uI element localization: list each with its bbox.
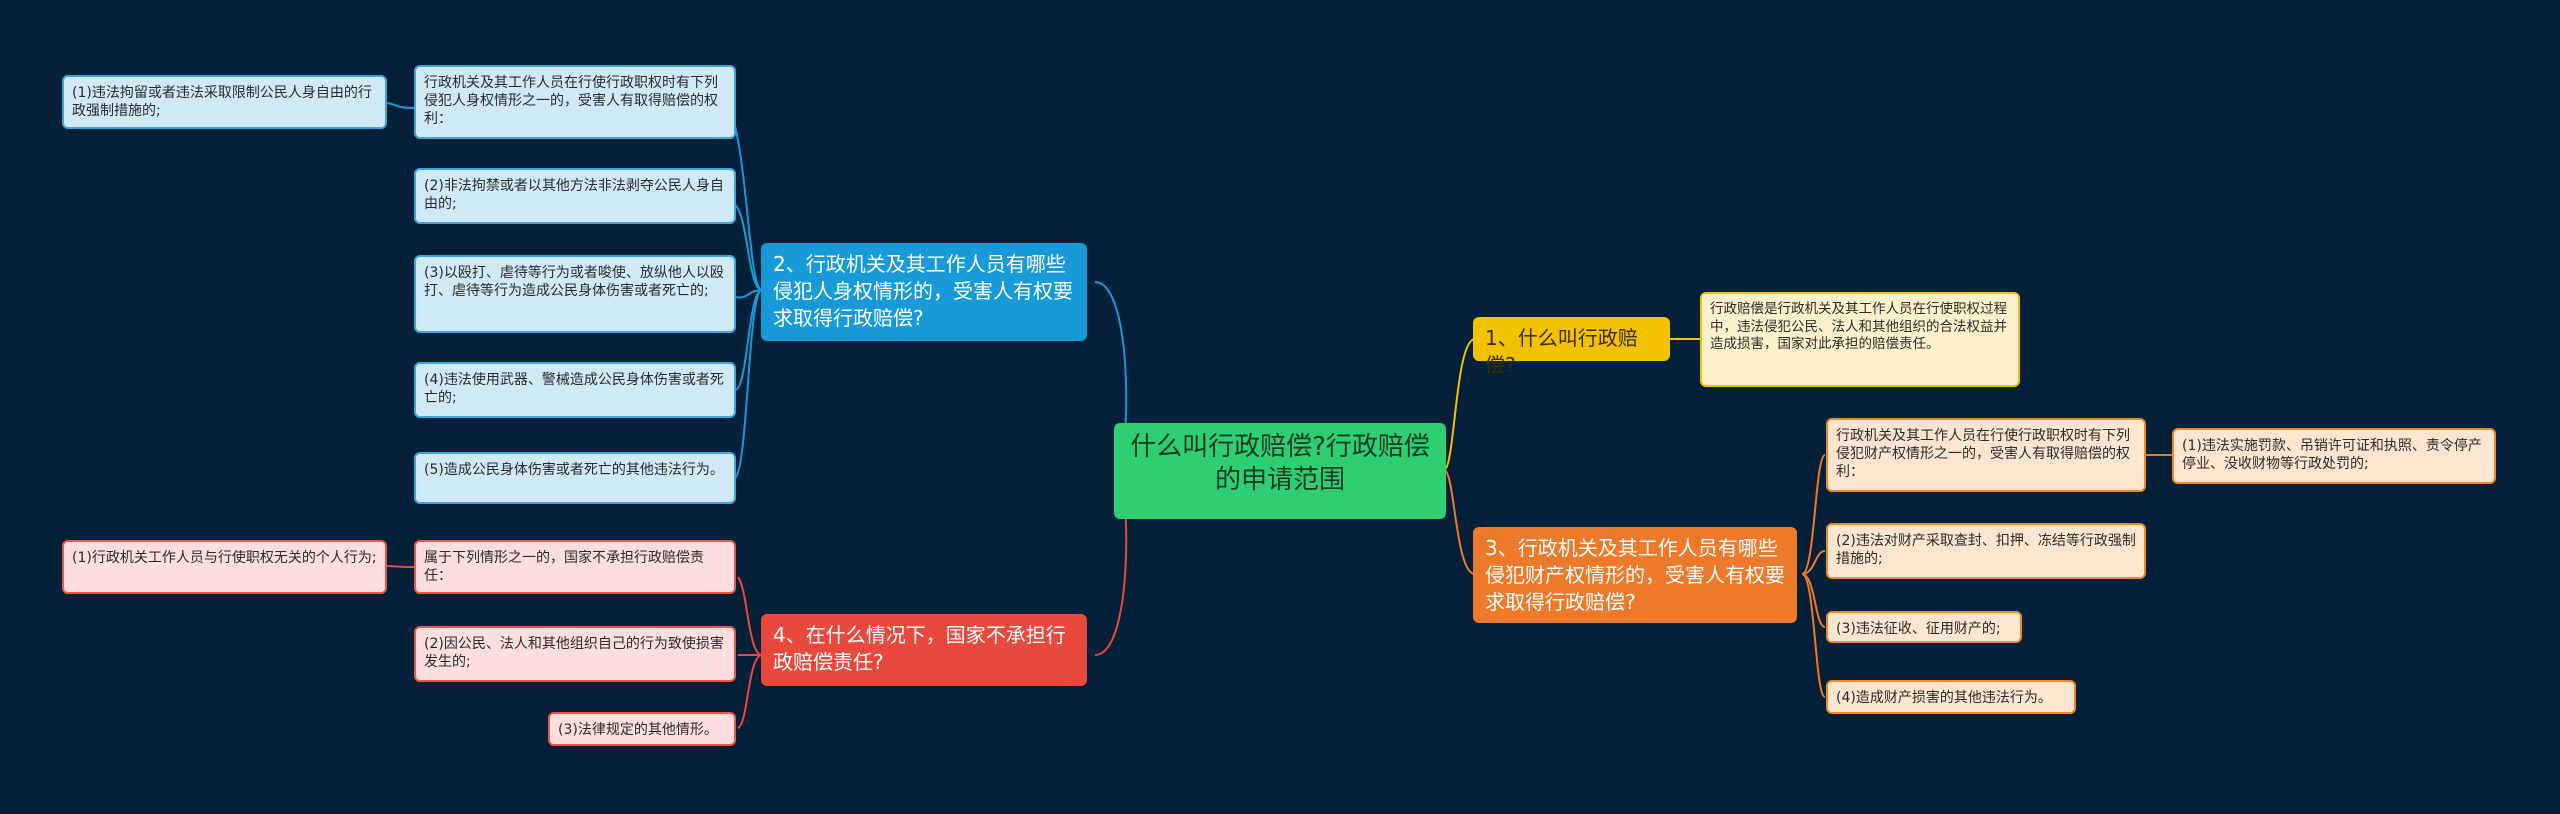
branch-3-subitem-1[interactable]: (1)违法实施罚款、吊销许可证和执照、责令停产停业、没收财物等行政处罚的; (2172, 428, 2496, 484)
branch-3-item-4-text: (4)造成财产损害的其他违法行为。 (1836, 690, 2052, 706)
branch-4-item-2[interactable]: (2)因公民、法人和其他组织自己的行为致使损害发生的; (414, 626, 736, 682)
branch-2-label: 2、行政机关及其工作人员有哪些侵犯人身权情形的，受害人有权要求取得行政赔偿? (773, 252, 1073, 330)
branch-4-item-3-text: (3)法律规定的其他情形。 (558, 722, 718, 738)
branch-3-item-3[interactable]: (3)违法征收、征用财产的; (1826, 611, 2022, 643)
branch-3[interactable]: 3、行政机关及其工作人员有哪些侵犯财产权情形的，受害人有权要求取得行政赔偿? (1473, 527, 1797, 623)
branch-4-subitem-1[interactable]: (1)行政机关工作人员与行使职权无关的个人行为; (62, 540, 387, 594)
branch-2-item-3[interactable]: (3)以殴打、虐待等行为或者唆使、放纵他人以殴打、虐待等行为造成公民身体伤害或者… (414, 255, 736, 333)
branch-2-item-3-text: (3)以殴打、虐待等行为或者唆使、放纵他人以殴打、虐待等行为造成公民身体伤害或者… (424, 265, 724, 300)
branch-1-label: 1、什么叫行政赔偿? (1485, 326, 1638, 377)
branch-4-intro-text: 属于下列情形之一的，国家不承担行政赔偿责任： (424, 550, 704, 585)
branch-3-item-2-text: (2)违法对财产采取查封、扣押、冻结等行政强制措施的; (1836, 533, 2136, 568)
branch-2-subitem-1[interactable]: (1)违法拘留或者违法采取限制公民人身自由的行政强制措施的; (62, 75, 387, 129)
branch-3-intro-text: 行政机关及其工作人员在行使行政职权时有下列侵犯财产权情形之一的，受害人有取得赔偿… (1836, 428, 2130, 481)
branch-2-item-4-text: (4)违法使用武器、警械造成公民身体伤害或者死亡的; (424, 372, 724, 407)
branch-4-item-2-text: (2)因公民、法人和其他组织自己的行为致使损害发生的; (424, 636, 724, 671)
branch-2-item-2-text: (2)非法拘禁或者以其他方法非法剥夺公民人身自由的; (424, 178, 724, 213)
branch-2-subitem-1-text: (1)违法拘留或者违法采取限制公民人身自由的行政强制措施的; (72, 85, 372, 120)
root-topic[interactable]: 什么叫行政赔偿?行政赔偿的申请范围 (1114, 423, 1446, 519)
branch-3-subitem-1-text: (1)违法实施罚款、吊销许可证和执照、责令停产停业、没收财物等行政处罚的; (2182, 438, 2482, 473)
root-title: 什么叫行政赔偿?行政赔偿的申请范围 (1130, 432, 1430, 495)
branch-4-subitem-1-text: (1)行政机关工作人员与行使职权无关的个人行为; (72, 550, 377, 566)
branch-3-item-intro[interactable]: 行政机关及其工作人员在行使行政职权时有下列侵犯财产权情形之一的，受害人有取得赔偿… (1826, 418, 2146, 492)
branch-2-item-intro[interactable]: 行政机关及其工作人员在行使行政职权时有下列侵犯人身权情形之一的，受害人有取得赔偿… (414, 65, 736, 139)
branch-4-label: 4、在什么情况下，国家不承担行政赔偿责任? (773, 623, 1066, 674)
branch-4[interactable]: 4、在什么情况下，国家不承担行政赔偿责任? (761, 614, 1087, 686)
branch-3-item-2[interactable]: (2)违法对财产采取查封、扣押、冻结等行政强制措施的; (1826, 523, 2146, 579)
branch-2[interactable]: 2、行政机关及其工作人员有哪些侵犯人身权情形的，受害人有权要求取得行政赔偿? (761, 243, 1087, 341)
branch-3-item-4[interactable]: (4)造成财产损害的其他违法行为。 (1826, 680, 2076, 714)
branch-1[interactable]: 1、什么叫行政赔偿? (1473, 317, 1670, 377)
branch-3-label: 3、行政机关及其工作人员有哪些侵犯财产权情形的，受害人有权要求取得行政赔偿? (1485, 536, 1785, 614)
branch-2-item-2[interactable]: (2)非法拘禁或者以其他方法非法剥夺公民人身自由的; (414, 168, 736, 224)
branch-4-item-intro[interactable]: 属于下列情形之一的，国家不承担行政赔偿责任： (414, 540, 736, 594)
branch-3-item-3-text: (3)违法征收、征用财产的; (1836, 621, 2001, 637)
branch-2-item-5-text: (5)造成公民身体伤害或者死亡的其他违法行为。 (424, 462, 724, 478)
branch-1-definition-text: 行政赔偿是行政机关及其工作人员在行使职权过程中，违法侵犯公民、法人和其他组织的合… (1710, 301, 2007, 353)
branch-2-item-5[interactable]: (5)造成公民身体伤害或者死亡的其他违法行为。 (414, 452, 736, 504)
branch-1-definition[interactable]: 行政赔偿是行政机关及其工作人员在行使职权过程中，违法侵犯公民、法人和其他组织的合… (1700, 292, 2020, 387)
branch-4-item-3[interactable]: (3)法律规定的其他情形。 (548, 712, 736, 746)
branch-2-item-4[interactable]: (4)违法使用武器、警械造成公民身体伤害或者死亡的; (414, 362, 736, 418)
branch-2-intro-text: 行政机关及其工作人员在行使行政职权时有下列侵犯人身权情形之一的，受害人有取得赔偿… (424, 75, 718, 128)
